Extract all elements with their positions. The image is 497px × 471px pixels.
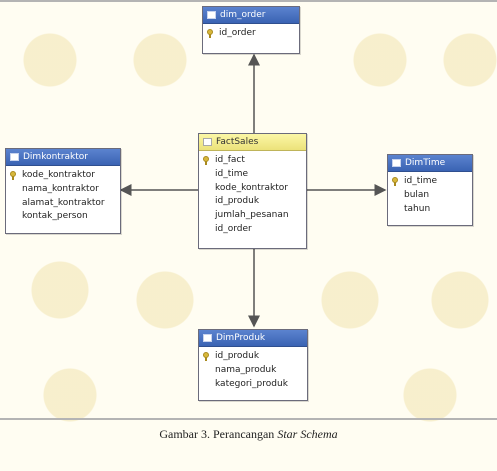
table-dim-kontraktor[interactable]: Dimkontraktor kode_kontraktor nama_kontr… xyxy=(5,148,121,234)
field-name: id_fact xyxy=(215,155,245,165)
field-name: tahun xyxy=(404,203,431,214)
table-dim-time[interactable]: DimTime id_time bulan tahun xyxy=(387,154,473,226)
field-list: id_produk nama_produk kategori_produk xyxy=(199,347,307,394)
field-row: id_time xyxy=(203,168,306,182)
field-row: id_order xyxy=(203,223,306,237)
field-name: kategori_produk xyxy=(215,378,288,389)
field-row: kontak_person xyxy=(10,210,120,224)
primary-key-icon xyxy=(392,177,398,187)
field-name: nama_kontraktor xyxy=(22,183,99,194)
field-row: alamat_kontraktor xyxy=(10,197,120,211)
table-dim-order[interactable]: dim_order id_order xyxy=(202,6,300,54)
field-row: id_produk xyxy=(203,195,306,209)
field-row: bulan xyxy=(392,189,472,203)
field-row: kode_kontraktor xyxy=(10,169,120,183)
field-list: id_fact id_time kode_kontraktor id_produ… xyxy=(199,151,306,240)
field-name: id_order xyxy=(215,223,252,234)
field-name: id_time xyxy=(215,168,249,179)
table-header: Dimkontraktor xyxy=(6,149,120,166)
field-name: nama_produk xyxy=(215,364,277,375)
table-icon xyxy=(392,159,401,167)
primary-key-icon xyxy=(10,171,16,181)
table-icon xyxy=(203,334,212,342)
field-name: kode_kontraktor xyxy=(22,170,95,180)
primary-key-icon xyxy=(203,352,209,362)
field-name: kode_kontraktor xyxy=(215,182,288,193)
table-dim-produk[interactable]: DimProduk id_produk nama_produk kategori… xyxy=(198,329,308,401)
field-name: kontak_person xyxy=(22,211,88,222)
field-row: nama_kontraktor xyxy=(10,183,120,197)
field-list: id_order xyxy=(203,24,299,44)
field-name: id_produk xyxy=(215,196,260,207)
primary-key-icon xyxy=(207,29,213,39)
table-title: DimTime xyxy=(405,158,446,168)
table-header: DimTime xyxy=(388,155,472,172)
table-fact-sales[interactable]: FactSales id_fact id_time kode_kontrakto… xyxy=(198,133,307,249)
field-name: id_produk xyxy=(215,351,260,361)
field-list: id_time bulan tahun xyxy=(388,172,472,219)
table-title: dim_order xyxy=(220,10,266,20)
field-list: kode_kontraktor nama_kontraktor alamat_k… xyxy=(6,166,120,227)
table-title: Dimkontraktor xyxy=(23,152,88,162)
field-row: id_time xyxy=(392,175,472,189)
figure-caption: Gambar 3. Perancangan Star Schema xyxy=(0,427,497,442)
field-row: id_fact xyxy=(203,154,306,168)
field-row: tahun xyxy=(392,203,472,217)
table-header: DimProduk xyxy=(199,330,307,347)
field-name: id_time xyxy=(404,176,438,186)
field-row: id_order xyxy=(207,27,299,41)
field-row: nama_produk xyxy=(203,364,307,378)
table-icon xyxy=(10,153,19,161)
primary-key-icon xyxy=(203,156,209,166)
field-name: jumlah_pesanan xyxy=(215,210,289,221)
field-row: jumlah_pesanan xyxy=(203,209,306,223)
table-icon xyxy=(203,138,212,146)
field-name: id_order xyxy=(219,28,256,38)
caption-emphasis: Star Schema xyxy=(277,427,338,441)
top-border-line xyxy=(0,0,497,2)
table-header: dim_order xyxy=(203,7,299,24)
table-title: DimProduk xyxy=(216,333,266,343)
table-icon xyxy=(207,11,216,19)
field-row: kategori_produk xyxy=(203,378,307,392)
field-row: id_produk xyxy=(203,350,307,364)
caption-prefix: Gambar 3. Perancangan xyxy=(159,427,278,441)
bottom-border-line xyxy=(0,418,497,420)
field-name: alamat_kontraktor xyxy=(22,197,105,208)
table-title: FactSales xyxy=(216,137,259,147)
field-name: bulan xyxy=(404,189,430,200)
table-header: FactSales xyxy=(199,134,306,151)
field-row: kode_kontraktor xyxy=(203,182,306,196)
